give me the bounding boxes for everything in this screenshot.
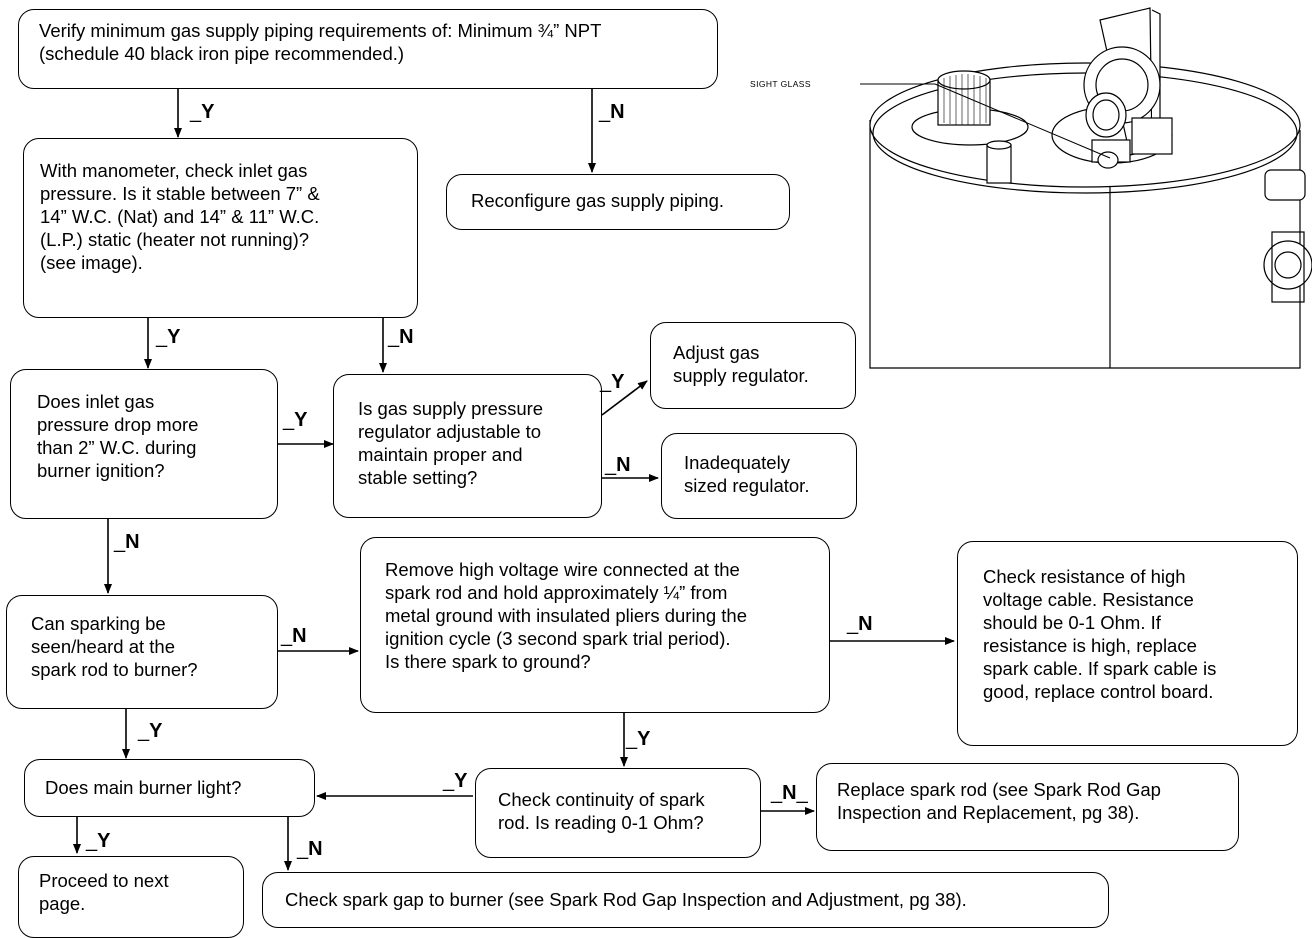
label-yes: _Y bbox=[443, 770, 468, 792]
label-no: _N bbox=[847, 613, 873, 635]
label-yes: _Y bbox=[283, 409, 308, 431]
reconfigure-piping-box: Reconfigure gas supply piping. bbox=[446, 174, 790, 230]
replace-spark-rod-box: Replace spark rod (see Spark Rod Gap Ins… bbox=[816, 763, 1239, 851]
label-yes: _Y bbox=[626, 728, 651, 750]
main-burner-box: Does main burner light? bbox=[24, 759, 315, 817]
check-resistance-box: Check resistance of high voltage cable. … bbox=[957, 541, 1298, 746]
label-yes: _Y bbox=[600, 371, 625, 393]
label-no: _N bbox=[114, 531, 140, 553]
label-no: _N bbox=[605, 454, 631, 476]
sparking-seen-box: Can sparking be seen/heard at the spark … bbox=[6, 595, 278, 709]
label-yes: _Y bbox=[156, 326, 181, 348]
label-yes: _Y bbox=[190, 101, 215, 123]
verify-piping-box: Verify minimum gas supply piping require… bbox=[18, 9, 718, 89]
check-manometer-box: With manometer, check inlet gas pressure… bbox=[23, 138, 418, 318]
label-no: _N_ bbox=[771, 782, 808, 804]
check-spark-gap-box: Check spark gap to burner (see Spark Rod… bbox=[262, 872, 1109, 928]
label-no: _N bbox=[297, 838, 323, 860]
spark-continuity-box: Check continuity of spark rod. Is readin… bbox=[475, 768, 761, 858]
label-no: _N bbox=[281, 625, 307, 647]
label-yes: _Y bbox=[86, 830, 111, 852]
label-no: _N bbox=[388, 326, 414, 348]
regulator-adjustable-box: Is gas supply pressure regulator adjusta… bbox=[333, 374, 602, 518]
arrow-regulator-yes bbox=[601, 380, 648, 416]
label-no: _N bbox=[599, 101, 625, 123]
label-yes: _Y bbox=[138, 720, 163, 742]
adjust-regulator-box: Adjust gas supply regulator. bbox=[650, 322, 856, 409]
remove-wire-box: Remove high voltage wire connected at th… bbox=[360, 537, 830, 713]
sight-glass-caption: SIGHT GLASS bbox=[750, 79, 811, 89]
pressure-drop-box: Does inlet gas pressure drop more than 2… bbox=[10, 369, 278, 519]
proceed-next-page-box: Proceed to next page. bbox=[18, 856, 244, 938]
inadequate-regulator-box: Inadequately sized regulator. bbox=[661, 433, 857, 519]
water-heater-illustration bbox=[860, 7, 1312, 369]
